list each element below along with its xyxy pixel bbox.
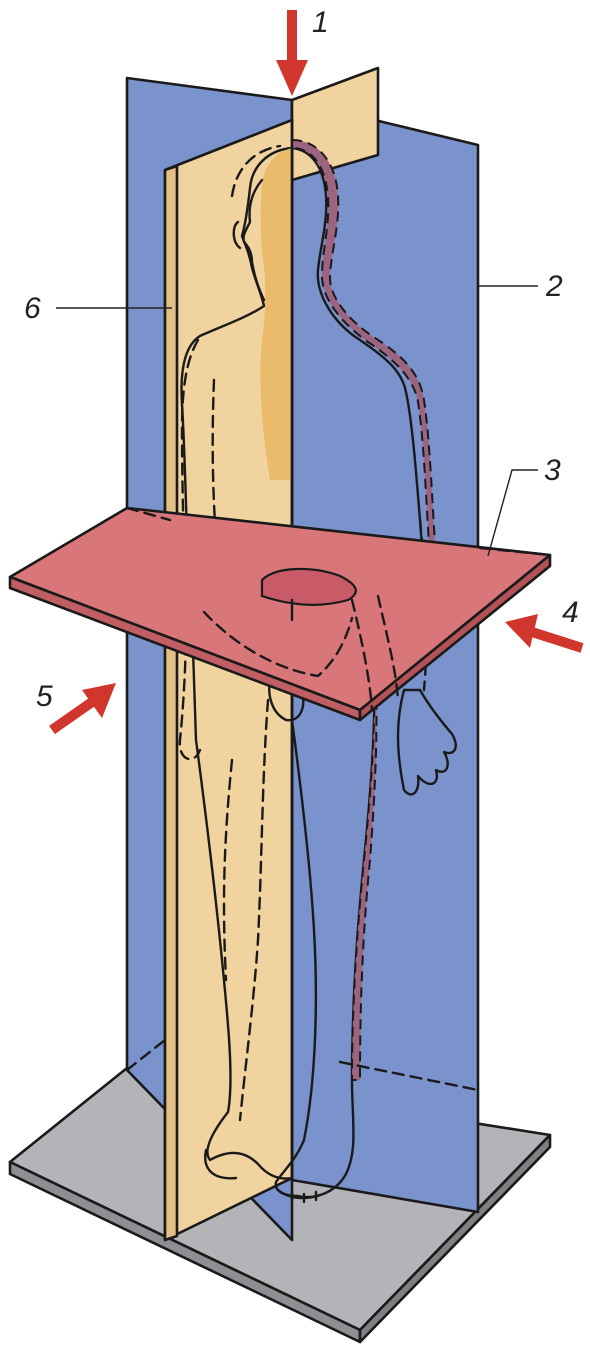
ear-icon (232, 220, 242, 250)
label-3: 3 (544, 454, 561, 487)
label-5: 5 (36, 680, 53, 713)
body-left-half-upper (180, 146, 294, 602)
pelvis-contour (268, 674, 305, 722)
left-foot (204, 1148, 238, 1180)
horizontal-dash-a (125, 506, 552, 557)
horizontal-dash-b (202, 610, 354, 678)
leg-shadow (350, 619, 378, 1081)
arrow-4 (505, 614, 584, 653)
base-side-right (358, 1133, 552, 1344)
hair-outline (230, 144, 282, 198)
label-6: 6 (24, 292, 41, 325)
arrow-5 (49, 683, 116, 735)
horizontal-dash-c (350, 594, 400, 712)
left-leg-dash-a (238, 698, 270, 1122)
left-leg-dash-b (222, 758, 234, 982)
frontal-plane-hidden-edge (125, 1038, 480, 1092)
horizontal-plane (8, 506, 552, 722)
label-1: 1 (312, 6, 329, 39)
leader-3 (487, 469, 538, 557)
left-torso-outline (211, 378, 218, 542)
sagittal-plane-edge (163, 164, 179, 1242)
right-hand (396, 688, 457, 796)
face-section (260, 148, 292, 480)
arrow-1 (276, 10, 308, 96)
horizontal-plane-side-right (358, 553, 552, 722)
label-2: 2 (545, 270, 563, 303)
face-profile (242, 178, 266, 302)
right-foot-toes (276, 1188, 320, 1204)
label-4: 4 (562, 596, 579, 629)
body-left-half-lower (190, 618, 294, 1180)
body-cross-section (260, 567, 357, 607)
